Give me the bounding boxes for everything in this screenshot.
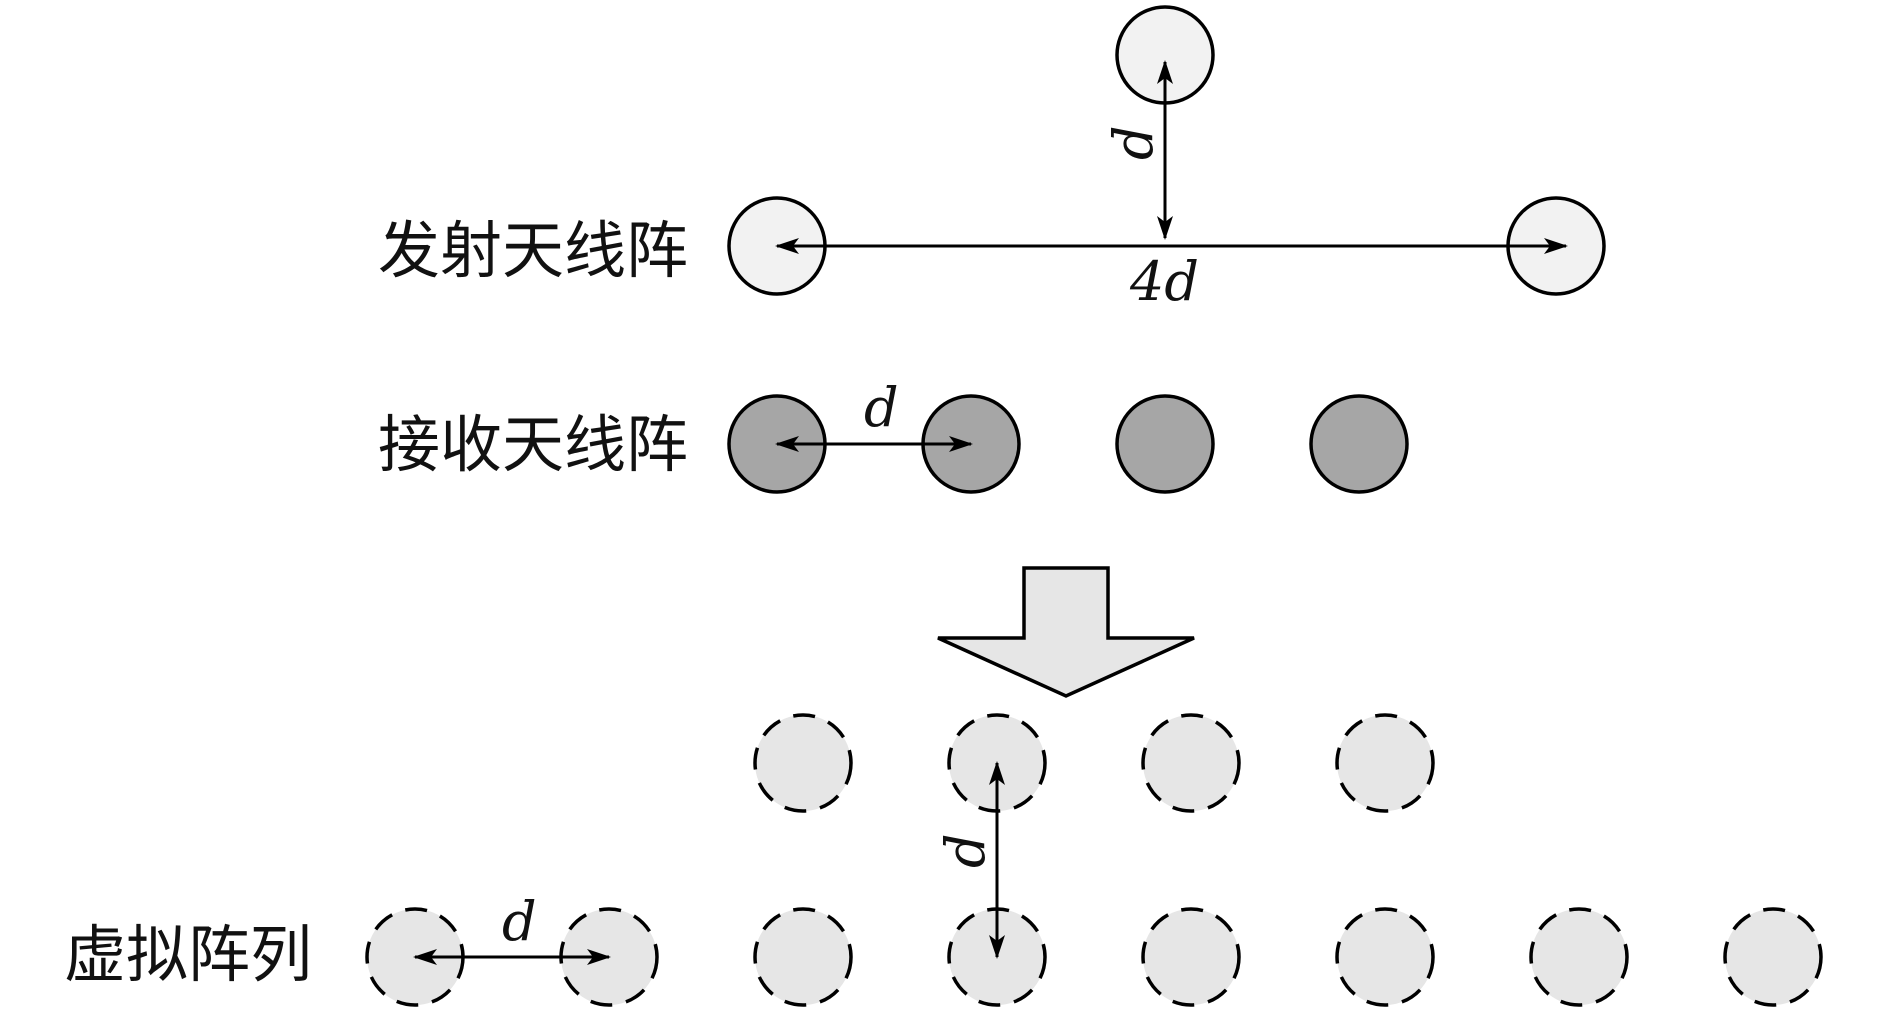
virtual-element-upper-3 <box>1141 713 1241 813</box>
virtual-horizontal-dimension-label: d <box>502 890 537 953</box>
receive-antenna-4 <box>1309 394 1409 494</box>
transform-down-arrow <box>937 566 1195 698</box>
transmit-array-label: 发射天线阵 <box>378 214 688 287</box>
receive-array-label: 接收天线阵 <box>378 408 688 481</box>
receive-antenna-3 <box>1115 394 1215 494</box>
transmit-vertical-dimension-label: d <box>1102 125 1165 160</box>
virtual-element-upper-1 <box>753 713 853 813</box>
transmit-horizontal-dimension-label: 4d <box>1129 250 1199 313</box>
virtual-element-lower-5 <box>1141 907 1241 1007</box>
virtual-array: 虚拟阵列 d d <box>64 713 1823 1007</box>
transmit-array: 发射天线阵 d 4d <box>378 5 1606 313</box>
virtual-array-label: 虚拟阵列 <box>64 918 312 991</box>
virtual-element-lower-6 <box>1335 907 1435 1007</box>
receive-spacing-dimension-label: d <box>864 376 899 439</box>
virtual-vertical-dimension-label: d <box>934 833 997 868</box>
virtual-element-lower-7 <box>1529 907 1629 1007</box>
virtual-element-lower-3 <box>753 907 853 1007</box>
virtual-element-lower-8 <box>1723 907 1823 1007</box>
receive-array: 接收天线阵 d <box>378 376 1409 494</box>
virtual-element-upper-4 <box>1335 713 1435 813</box>
